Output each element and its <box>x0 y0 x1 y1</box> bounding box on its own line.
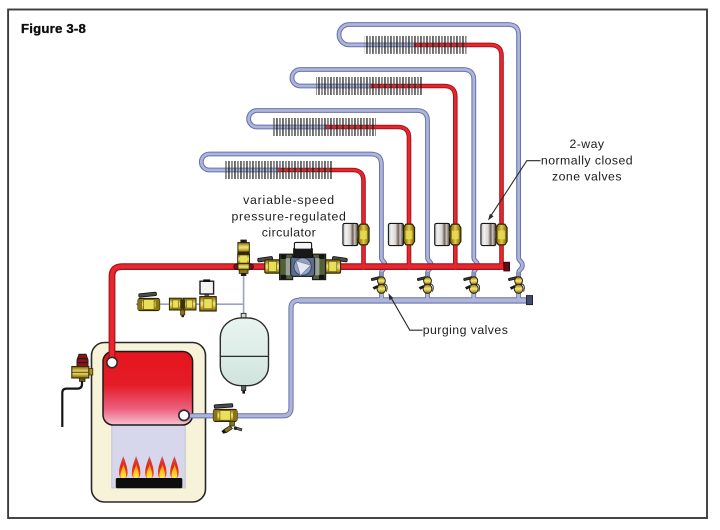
svg-text:variable-speed: variable-speed <box>243 193 335 207</box>
svg-text:normally closed: normally closed <box>541 153 633 167</box>
svg-text:purging valves: purging valves <box>423 323 509 337</box>
svg-text:zone valves: zone valves <box>552 170 622 184</box>
svg-text:circulator: circulator <box>262 226 316 240</box>
svg-text:pressure-regulated: pressure-regulated <box>232 209 347 223</box>
svg-text:2-way: 2-way <box>569 137 604 151</box>
svg-text:Figure 3-8: Figure 3-8 <box>21 21 86 36</box>
